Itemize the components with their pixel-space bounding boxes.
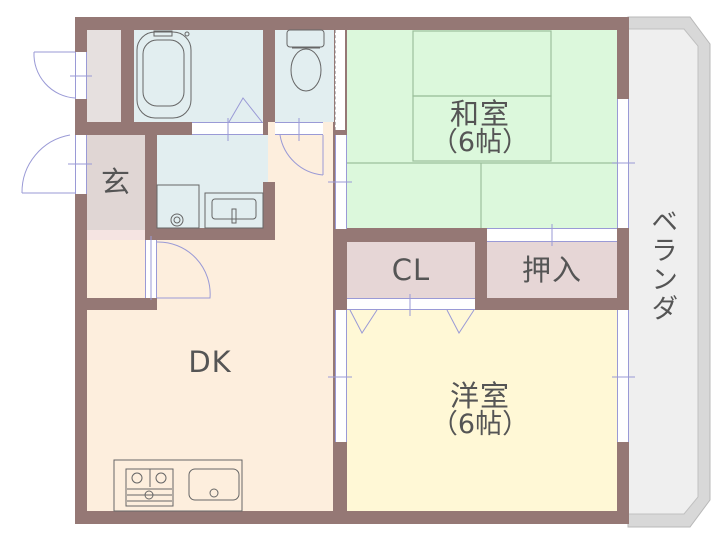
- oshiire-label: 押入: [521, 252, 582, 287]
- closet-label: CL: [391, 252, 431, 287]
- closet-door-strip: [347, 298, 475, 310]
- wall-segment: [87, 298, 157, 310]
- youshitsu-label: 洋室: [449, 378, 510, 413]
- wall-segment: [145, 135, 157, 240]
- washroom-lower: [157, 182, 263, 228]
- washitsu-label: 和室: [449, 96, 510, 131]
- genkan-step: [87, 230, 145, 240]
- veranda-label: ベランダ: [646, 207, 678, 323]
- washroom: [157, 135, 268, 182]
- bathroom: [134, 30, 263, 122]
- youshitsu: [347, 310, 617, 511]
- washitsu-size: （6帖）: [430, 127, 530, 159]
- oshiire: 押入: [487, 242, 617, 298]
- wall-segment: [263, 182, 275, 240]
- youshitsu-size: （6帖）: [430, 409, 530, 441]
- youshitsu-label-box: 洋室 （6帖）: [400, 370, 560, 450]
- sliding-door-youshitsu: [335, 310, 347, 442]
- genkan: 玄: [87, 135, 145, 230]
- wall-segment: [145, 228, 275, 240]
- genkan-label: 玄: [100, 165, 131, 200]
- storage-room: [87, 30, 121, 122]
- window-youshitsu-right: [617, 310, 629, 442]
- sliding-door-washitsu-top: [335, 30, 345, 130]
- washitsu: [347, 30, 617, 228]
- dk-label-box: DK: [170, 340, 250, 384]
- dk-label: DK: [188, 344, 232, 379]
- veranda: ベランダ: [636, 190, 686, 340]
- washitsu-label-box: 和室 （6帖）: [400, 88, 560, 168]
- closet: CL: [347, 242, 475, 298]
